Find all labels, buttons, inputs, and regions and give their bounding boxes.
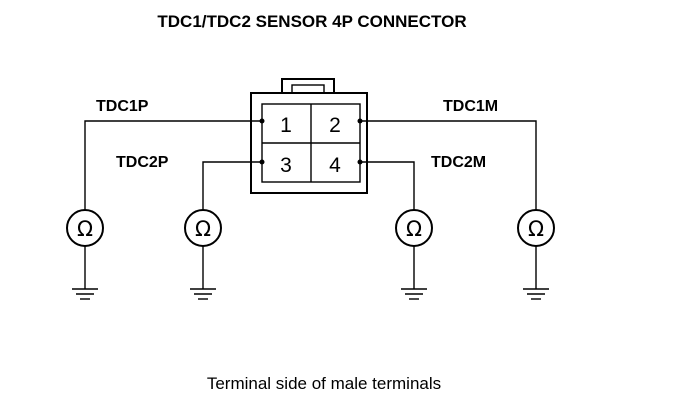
connector-latch-slot (291, 84, 325, 94)
wire-tdc2m (360, 161, 415, 210)
ground-icon (190, 246, 216, 300)
terminal-dot-1 (259, 118, 265, 124)
pin-1: 1 (280, 114, 292, 137)
connector-4p: 1 2 3 4 (250, 78, 368, 194)
ohmmeter-icon: Ω (395, 209, 433, 247)
pin-2: 2 (329, 114, 341, 137)
svg-text:Ω: Ω (195, 217, 211, 241)
terminal-dot-3 (259, 159, 265, 165)
terminal-dot-2 (357, 118, 363, 124)
wire-tdc1m (360, 120, 537, 210)
wire-label-tdc2m: TDC2M (431, 154, 486, 171)
diagram-title: TDC1/TDC2 SENSOR 4P CONNECTOR (157, 12, 466, 31)
pin-3: 3 (280, 154, 292, 177)
wire-tdc2p (202, 161, 262, 210)
svg-text:Ω: Ω (406, 217, 422, 241)
ground-icon (401, 246, 427, 300)
wire-label-tdc2p: TDC2P (116, 154, 169, 171)
wire-tdc1p (84, 120, 262, 210)
ground-icon (523, 246, 549, 300)
diagram-caption: Terminal side of male terminals (207, 374, 441, 393)
wire-label-tdc1p: TDC1P (96, 98, 149, 115)
svg-text:Ω: Ω (77, 217, 93, 241)
ohmmeter-icon: Ω (517, 209, 555, 247)
ground-icon (72, 246, 98, 300)
connector-latch (281, 78, 335, 93)
wire-label-tdc1m: TDC1M (443, 98, 498, 115)
ohmmeter-icon: Ω (66, 209, 104, 247)
pin-4: 4 (329, 154, 341, 177)
svg-text:Ω: Ω (528, 217, 544, 241)
terminal-dot-4 (357, 159, 363, 165)
ohmmeter-icon: Ω (184, 209, 222, 247)
